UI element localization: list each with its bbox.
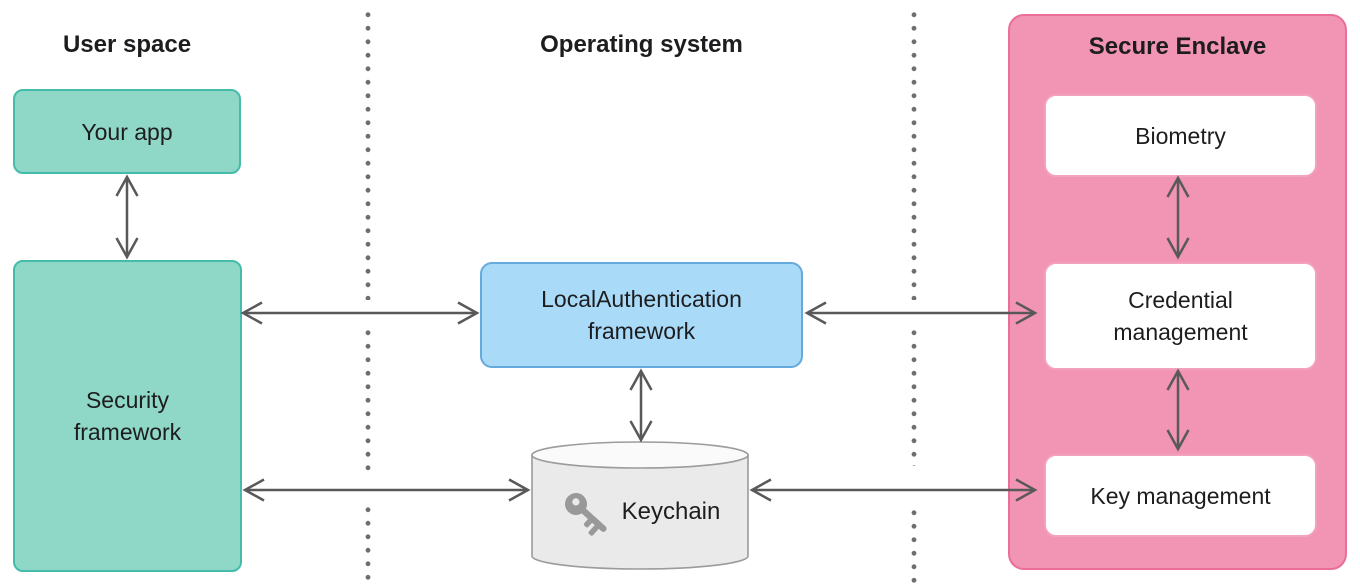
node-your-app: Your app [13,89,241,174]
heading-user-space: User space [62,31,192,58]
node-your-app-label: Your app [81,118,173,145]
node-biometry: Biometry [1044,94,1317,177]
node-biometry-label: Biometry [1135,122,1226,149]
divider-segment [365,326,371,477]
cylinder-body [531,454,749,570]
arrow-localauthentication-credentialmanagement [804,301,1038,325]
divider-segment [911,8,917,300]
node-security-framework: Security framework [13,260,242,572]
key-icon [564,493,607,536]
node-key-management-label: Key management [1090,482,1271,509]
heading-secure-enclave: Secure Enclave [1088,33,1267,60]
node-key-management: Key management [1044,454,1317,537]
secure-enclave-container: Secure Enclave Biometry Credential manag… [1008,14,1347,570]
heading-operating-system: Operating system [540,31,743,58]
divider-segment [911,506,917,588]
keychain-cylinder [531,441,749,570]
divider-segment [365,8,371,300]
arrow-securityframework-keychain [242,478,531,502]
arrow-keychain-keymanagement [749,478,1038,502]
node-localauthentication-framework-label: LocalAuthentication framework [541,286,742,344]
divider-segment [911,326,917,466]
node-keychain-label: Keychain [621,498,721,525]
arrow-yourapp-securityframework [115,174,139,260]
node-localauthentication-framework: LocalAuthentication framework [480,262,803,368]
node-security-framework-label: Security framework [73,387,182,445]
arrow-securityframework-localauthentication [240,301,480,325]
divider-segment [365,503,371,588]
node-keychain: Keychain [532,462,748,562]
node-credential-management: Credential management [1044,262,1317,370]
arrow-localauthentication-keychain [629,368,653,443]
node-credential-management-label: Credential management [1113,287,1248,345]
